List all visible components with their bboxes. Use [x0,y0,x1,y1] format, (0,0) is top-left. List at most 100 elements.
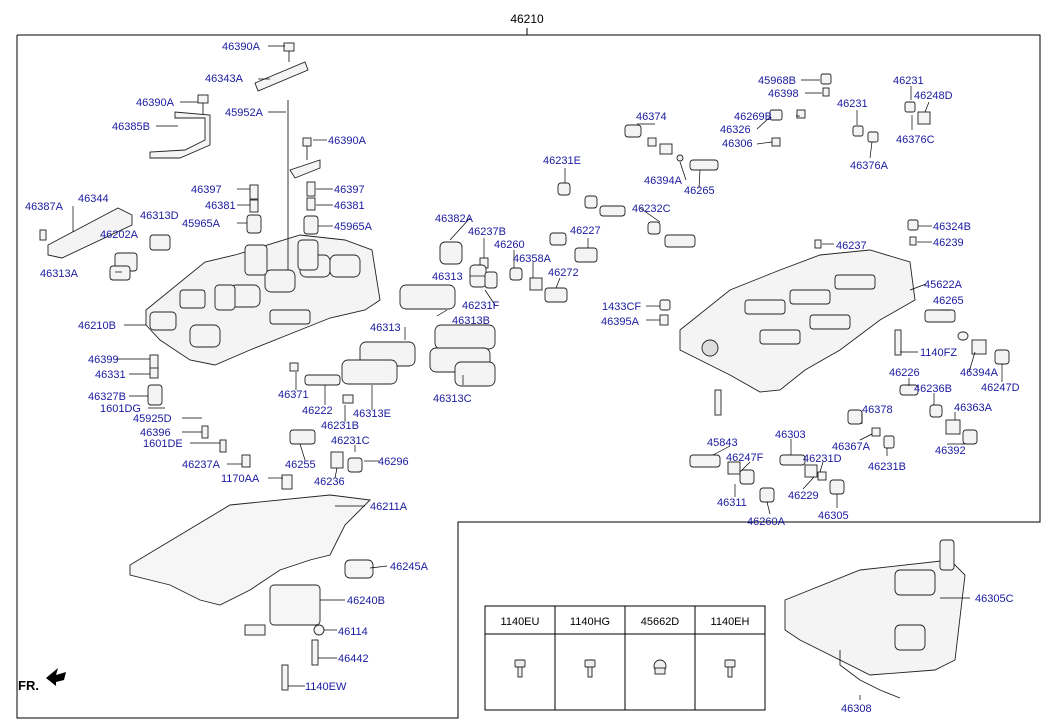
valve-body-upper [145,234,381,366]
part-label-46385b: 46385B [112,121,150,133]
pin [659,314,669,326]
plug [829,479,845,495]
spool [664,234,696,248]
part-label-46255: 46255 [285,459,316,471]
pin [241,454,251,468]
plug [962,429,978,445]
spring [804,464,818,478]
front-direction-indicator: FR. [18,668,66,693]
part-label-46231e: 46231E [543,155,581,167]
part-label-45968b: 45968B [758,75,796,87]
pin [796,109,806,119]
part-label-46272: 46272 [548,267,579,279]
wire-harness [839,650,901,699]
part-label-46399: 46399 [88,354,119,366]
part-label-46387a: 46387A [25,201,64,213]
part-label-46313: 46313 [370,322,401,334]
solenoid-valve [399,284,456,310]
spring [727,461,741,475]
solenoid-stem [244,624,266,636]
part-label-46245a: 46245A [390,561,429,573]
plug [584,195,598,209]
part-label-46313b: 46313B [452,315,490,327]
bolt [281,664,289,691]
sensor [894,624,926,651]
part-label-1170aa: 1170AA [221,473,260,485]
part-label-46305: 46305 [818,510,849,522]
part-label-46326: 46326 [720,124,751,136]
part-label-46327b: 46327B [88,391,126,403]
bolt [894,329,902,356]
pin [771,137,781,147]
assembly-label: 46210 [510,12,544,26]
solenoid [149,234,171,251]
part-label-46392: 46392 [935,445,966,457]
part-label-46236b: 46236B [914,383,952,395]
part-label-46397: 46397 [334,184,365,196]
pin [871,427,881,437]
plug [509,267,523,281]
plug [867,131,879,143]
part-label-46367a: 46367A [832,441,871,453]
plug [574,247,598,263]
part-label-1433cf: 1433CF [602,301,641,313]
plug [147,384,163,406]
part-label-46442: 46442 [338,653,369,665]
part-label-1601de: 1601DE [143,438,183,450]
gasket-plate [254,61,309,92]
plug [303,215,319,235]
pin [814,239,822,249]
spring [917,111,931,125]
plug [929,404,943,418]
part-label-46231c: 46231C [331,435,370,447]
spring [659,143,673,155]
part-label-46311: 46311 [717,497,747,509]
bolt-head [197,94,209,104]
o-ring [313,624,325,636]
part-label-46226: 46226 [889,367,920,379]
spool [289,429,316,445]
o-ring [957,331,969,341]
valve-body-lower [679,249,916,393]
part-label-46247f: 46247F [726,452,764,464]
spring [549,232,567,246]
part-label-46313c: 46313C [433,393,472,405]
part-label-46371: 46371 [278,389,309,401]
solenoid-valve [434,324,496,350]
part-label-46313: 46313 [432,271,463,283]
part-label-45622a: 45622A [924,279,963,291]
part-label-46381: 46381 [334,200,365,212]
part-label-46236: 46236 [314,476,345,488]
part-label-46313d: 46313D [140,210,179,222]
bracket-small [289,159,321,179]
plug [883,435,895,449]
bolt-table: 1140EU 1140HG 45662D 1140EH [484,605,766,711]
part-label-46227: 46227 [570,225,601,237]
part-label-46313e: 46313E [353,408,391,420]
part-label-46376a: 46376A [850,160,889,172]
part-label-46308: 46308 [841,703,872,715]
part-label-46344: 46344 [78,193,109,205]
bolt-head [302,137,312,147]
part-label-46265: 46265 [684,185,715,197]
part-label-46231b: 46231B [321,420,359,432]
plug [484,271,498,289]
bolt-table-header-1: 1140EU [501,616,540,628]
spool [689,159,719,171]
part-label-46358a: 46358A [513,253,552,265]
filter [439,241,463,265]
spring [249,184,259,200]
pin [219,439,227,453]
solenoid-block [269,584,321,626]
plug [246,214,262,234]
part-label-45965a: 45965A [334,221,373,233]
part-label-46247d: 46247D [981,382,1020,394]
part-label-45843: 45843 [707,437,738,449]
part-label-46248d: 46248D [914,90,953,102]
part-label-46395a: 46395A [601,316,640,328]
clip [39,229,47,241]
spring [529,277,543,291]
part-label-46303: 46303 [775,429,806,441]
part-label-46382a: 46382A [435,213,474,225]
plug [342,394,354,404]
